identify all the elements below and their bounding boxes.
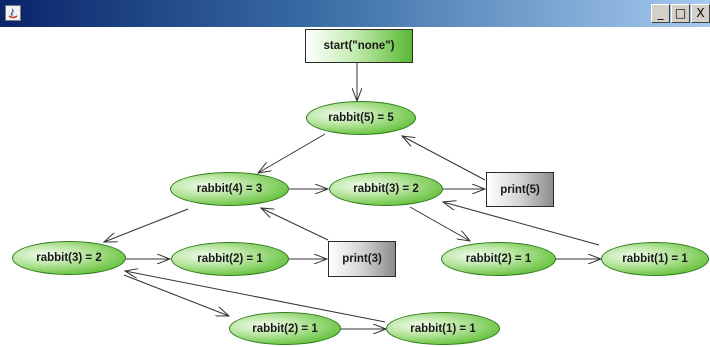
window-controls: _ □ X bbox=[650, 4, 710, 23]
edge-r3a-r2b bbox=[409, 206, 470, 241]
node-print-3[interactable]: print(3) bbox=[328, 241, 396, 277]
node-rabbit-2-a[interactable]: rabbit(2) = 1 bbox=[171, 242, 289, 276]
node-start[interactable]: start("none") bbox=[305, 29, 413, 63]
graph-edges bbox=[0, 27, 710, 347]
minimize-button[interactable]: _ bbox=[651, 4, 670, 23]
edge-r1b-r3b bbox=[125, 271, 386, 323]
node-rabbit-2-c[interactable]: rabbit(2) = 1 bbox=[229, 312, 341, 345]
java-app-icon[interactable] bbox=[5, 5, 21, 21]
node-rabbit-4[interactable]: rabbit(4) = 3 bbox=[170, 172, 289, 206]
node-rabbit-2-b[interactable]: rabbit(2) = 1 bbox=[441, 242, 556, 276]
node-rabbit-5[interactable]: rabbit(5) = 5 bbox=[306, 101, 416, 135]
edge-r4-r3b bbox=[104, 208, 189, 242]
edge-p3-r4 bbox=[261, 208, 329, 241]
close-button[interactable]: X bbox=[691, 4, 710, 23]
edge-r1a-r3a bbox=[443, 202, 600, 246]
graph-canvas: start("none") rabbit(5) = 5 rabbit(4) = … bbox=[0, 27, 710, 347]
node-rabbit-3-right[interactable]: rabbit(3) = 2 bbox=[329, 172, 443, 206]
maximize-button[interactable]: □ bbox=[671, 4, 690, 23]
edge-r5-r4 bbox=[258, 133, 326, 173]
edge-r3b-r2c bbox=[123, 274, 229, 316]
edge-p5-r5 bbox=[402, 136, 486, 181]
node-rabbit-3-left[interactable]: rabbit(3) = 2 bbox=[12, 241, 126, 275]
node-rabbit-1-b[interactable]: rabbit(1) = 1 bbox=[386, 312, 500, 345]
node-rabbit-1-a[interactable]: rabbit(1) = 1 bbox=[601, 242, 709, 276]
title-bar[interactable]: _ □ X bbox=[0, 0, 710, 27]
node-print-5[interactable]: print(5) bbox=[486, 172, 554, 207]
